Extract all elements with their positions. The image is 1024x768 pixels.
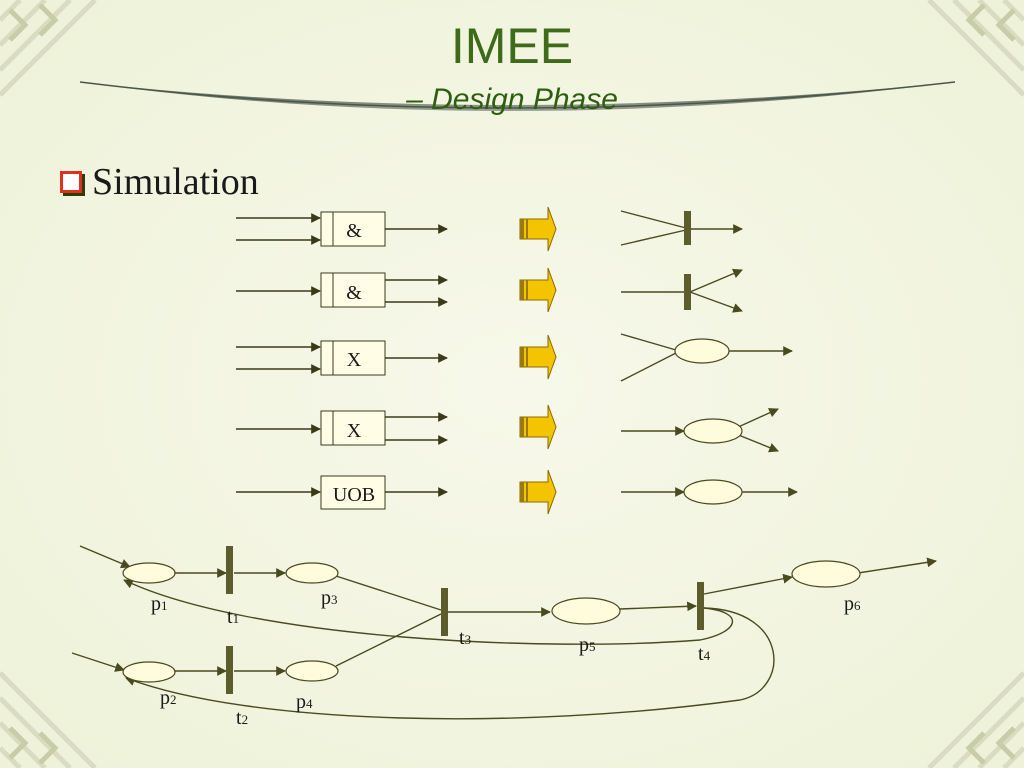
transition-t4 xyxy=(697,582,704,630)
petri-net-nodes xyxy=(122,546,861,694)
gate-label: UOB xyxy=(333,484,375,506)
place-p3 xyxy=(285,562,339,584)
place-node xyxy=(683,479,743,505)
transition-bar xyxy=(684,274,691,310)
label-t3: t3 xyxy=(459,627,471,649)
gate-label: & xyxy=(346,282,362,304)
gate-label: X xyxy=(347,349,362,371)
gate-label: X xyxy=(347,420,362,442)
gate-x-1: X xyxy=(320,340,386,376)
place-p6 xyxy=(791,560,861,588)
checkbox-bullet-icon xyxy=(60,171,82,193)
label-p1: p1 xyxy=(151,593,168,615)
transition-bar xyxy=(684,211,691,245)
label-p2: p2 xyxy=(160,687,177,709)
place-p4 xyxy=(285,660,339,682)
yellow-block-arrows xyxy=(519,206,557,515)
label-t2: t2 xyxy=(236,707,248,729)
place-p1 xyxy=(122,562,176,584)
place-node xyxy=(683,418,743,444)
label-p6: p6 xyxy=(844,593,861,615)
bullet-text: Simulation xyxy=(92,161,259,203)
label-t4: t4 xyxy=(698,643,711,665)
place-p5 xyxy=(551,597,621,625)
title-swoosh xyxy=(79,81,956,111)
gate-uob: UOB xyxy=(320,475,386,510)
label-p5: p5 xyxy=(579,634,596,656)
corner-ornament-top-left xyxy=(0,0,97,97)
petri-equivalents xyxy=(620,210,798,497)
gate-x-2: X xyxy=(320,410,386,446)
corner-ornament-bottom-right xyxy=(927,671,1024,768)
gate-label: & xyxy=(346,220,362,242)
transition-t3 xyxy=(441,588,448,636)
label-p4: p4 xyxy=(296,691,313,713)
gate-and-1: & xyxy=(320,211,386,247)
gate-and-2: & xyxy=(320,272,386,308)
transition-t2 xyxy=(226,646,233,694)
label-p3: p3 xyxy=(321,587,338,609)
petri-net-labels: p1 p2 p3 p4 p5 p6 t1 t2 t3 t4 xyxy=(151,587,861,729)
slide-subtitle: – Design Phase xyxy=(406,83,618,116)
bullet-item: Simulation xyxy=(60,160,259,204)
place-p2 xyxy=(122,661,176,683)
label-t1: t1 xyxy=(227,606,239,628)
corner-ornament-top-right xyxy=(927,0,1024,97)
place-node xyxy=(674,338,730,364)
slide-title: IMEE xyxy=(450,18,574,74)
transition-t1 xyxy=(226,546,233,594)
corner-ornament-bottom-left xyxy=(0,671,97,768)
petri-net-arcs xyxy=(71,545,937,720)
